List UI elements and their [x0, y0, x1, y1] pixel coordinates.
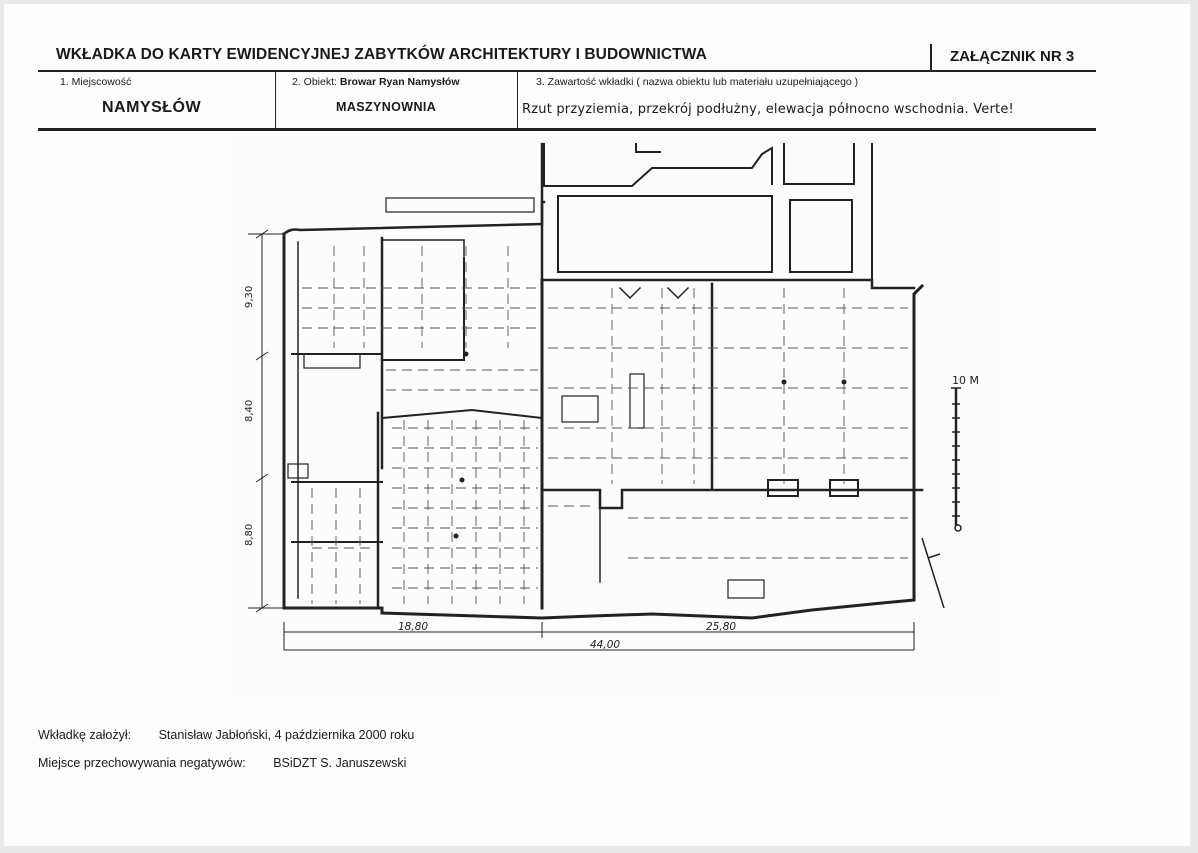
header-rule-bottom [38, 128, 1096, 131]
footer-negatives: Miejsce przechowywania negatywów: BSiDZT… [38, 756, 406, 770]
content-label: 3. Zawartość wkładki ( nazwa obiektu lub… [536, 76, 859, 88]
dimension-left-bottom: 8,80 [244, 524, 255, 546]
header-rule-top [38, 70, 1096, 72]
dimension-left-top: 9,30 [244, 286, 255, 308]
plan-outer-wall [282, 232, 925, 620]
author-label: Wkładkę założył: [38, 728, 132, 742]
dimension-bottom-total: 44,00 [590, 639, 620, 651]
plan-room-upper [557, 195, 773, 273]
footer-author: Wkładkę założył: Stanisław Jabłoński, 4 … [38, 728, 414, 742]
plan-wall [291, 481, 383, 543]
column-divider [275, 72, 276, 128]
north-arrow-icon [921, 537, 945, 609]
plan-wall [635, 143, 661, 153]
plan-pier [767, 479, 799, 497]
locality-label: 1. Miejscowość [60, 76, 132, 88]
plan-stair [727, 579, 765, 599]
annex-number: ZAŁĄCZNIK NR 3 [950, 48, 1075, 65]
plan-stair [561, 395, 599, 423]
plan-wall [376, 236, 384, 610]
plan-wall [783, 143, 855, 185]
document-title: WKŁADKA DO KARTY EWIDENCYJNEJ ZABYTKÓW A… [56, 46, 707, 63]
plan-wall [380, 408, 544, 420]
object-label-prefix: 2. Obiekt: [292, 76, 337, 88]
locality-value: NAMYSŁÓW [102, 99, 202, 116]
plan-wall [543, 143, 773, 187]
plan-stair [629, 373, 645, 429]
plan-wall [381, 239, 465, 257]
floor-plan-drawing: 9,30 8,40 8,80 18,80 25,80 44,00 10 M [232, 138, 996, 698]
scale-label: 10 M [952, 374, 979, 387]
object-label-name: Browar Ryan Namysłów [339, 76, 460, 88]
plan-stair [287, 463, 309, 479]
column-divider [517, 72, 518, 128]
plan-wall [540, 282, 924, 510]
plan-stair [303, 353, 361, 369]
dimension-bottom-right: 25,80 [706, 621, 736, 633]
plan-outer-wall [282, 200, 546, 236]
object-label: 2. Obiekt: Browar Ryan Namysłów [292, 76, 460, 88]
floor-plan-svg: 9,30 8,40 8,80 18,80 25,80 44,00 10 M [244, 142, 979, 651]
plan-wall [291, 257, 465, 361]
plan-pier [618, 286, 690, 300]
negatives-value: BSiDZT S. Januszewski [273, 756, 407, 770]
content-value: Rzut przyziemia, przekrój podłużny, elew… [522, 102, 1014, 117]
author-value: Stanisław Jabłoński, 4 października 2000… [158, 728, 415, 742]
dimension-bottom-left: 18,80 [398, 621, 428, 633]
dimension-left-mid: 8,40 [244, 400, 255, 422]
plan-room-upper [789, 199, 853, 273]
negatives-label: Miejsce przechowywania negatywów: [38, 756, 246, 770]
object-value: MASZYNOWNIA [336, 100, 437, 114]
plan-stair [385, 197, 535, 213]
header-divider [930, 44, 932, 72]
plan-wall [540, 142, 916, 290]
